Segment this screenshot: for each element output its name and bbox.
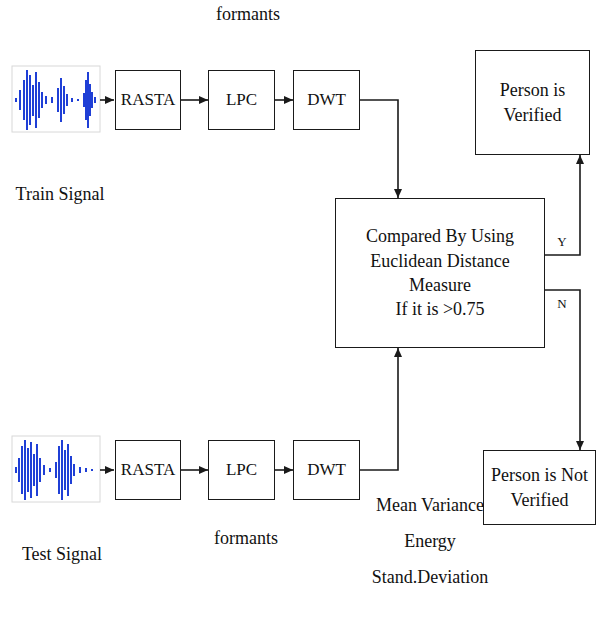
box-text: DWT xyxy=(307,89,346,112)
box-text: Person is Not Verified xyxy=(489,463,590,512)
flow-connector xyxy=(545,290,580,450)
signal-arrow xyxy=(100,99,114,101)
process-box: RASTA xyxy=(115,440,181,500)
flow-connector xyxy=(181,469,208,471)
signal-label: formants xyxy=(214,528,278,550)
train-waveform xyxy=(12,66,100,132)
box-text: RASTA xyxy=(121,459,175,482)
result-box: Person is Verified xyxy=(475,50,590,155)
box-text: Compared By Using Euclidean Distance Mea… xyxy=(360,224,520,297)
flow-connector xyxy=(360,348,398,470)
box-text: DWT xyxy=(307,459,346,482)
signal-label: formants xyxy=(216,4,280,26)
signal-label: Train Signal xyxy=(16,184,105,206)
process-box: LPC xyxy=(208,440,275,500)
flow-connector xyxy=(275,99,293,101)
decision-box: Compared By Using Euclidean Distance Mea… xyxy=(335,198,545,348)
flow-connector xyxy=(181,99,208,101)
process-box: RASTA xyxy=(115,70,181,130)
test-waveform xyxy=(12,436,100,502)
process-box: LPC xyxy=(208,70,275,130)
process-box: DWT xyxy=(293,70,360,130)
box-text: If it is >0.75 xyxy=(395,297,484,321)
box-text: RASTA xyxy=(121,89,175,112)
flow-connector xyxy=(545,155,580,255)
feature-list: Mean Variance Energy Stand.Deviation xyxy=(372,487,488,595)
flow-connector xyxy=(275,469,293,471)
box-text: LPC xyxy=(226,89,257,112)
flow-connector xyxy=(360,100,398,198)
signal-label: Test Signal xyxy=(22,544,102,566)
edge-label: N xyxy=(555,296,568,312)
box-text: LPC xyxy=(226,459,257,482)
result-box: Person is Not Verified xyxy=(483,450,596,525)
box-text: Person is Verified xyxy=(481,78,584,127)
edge-label: Y xyxy=(555,234,568,250)
process-box: DWT xyxy=(293,440,360,500)
signal-arrow xyxy=(100,469,114,471)
